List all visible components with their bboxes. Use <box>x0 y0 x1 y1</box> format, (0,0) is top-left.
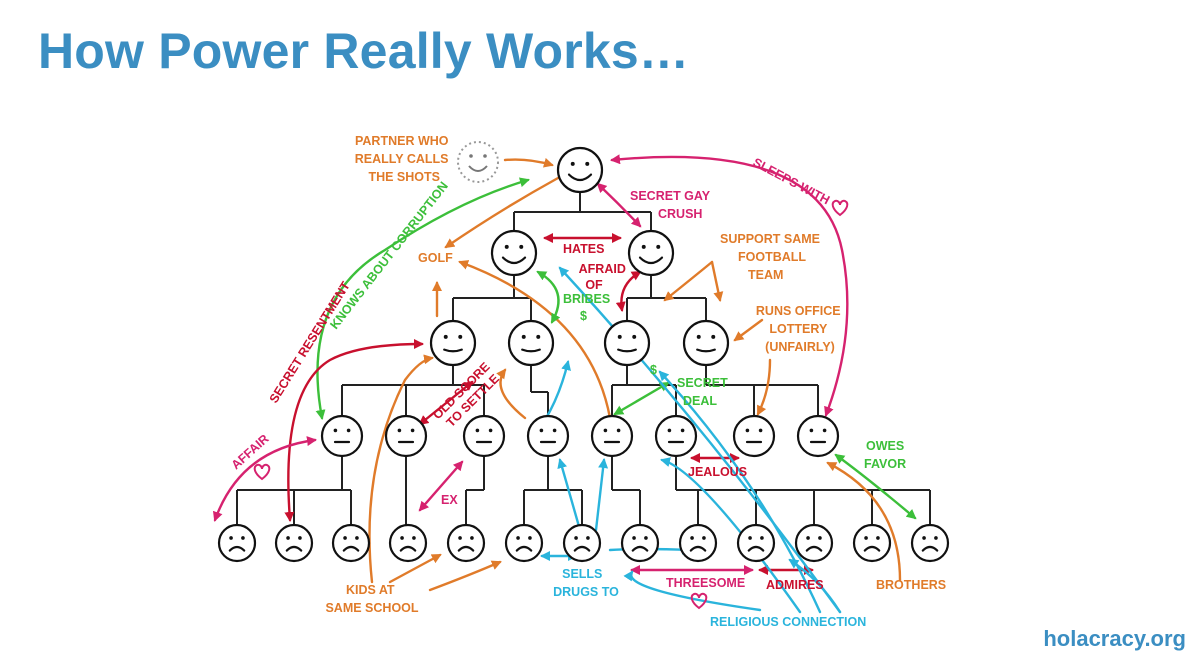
relation-arrow <box>834 453 917 520</box>
relation-arrow <box>557 458 582 532</box>
label-admires: ADMIRES <box>766 578 824 592</box>
face-neutral <box>462 414 506 458</box>
label-owes-favor: OWES FAVOR <box>864 439 908 471</box>
face-sad <box>620 523 660 563</box>
face-neutral <box>796 414 840 458</box>
relation-arrow <box>610 154 849 417</box>
relation-arrow <box>658 370 822 614</box>
face-happy <box>490 229 538 277</box>
heart-icon-sleeps <box>831 199 849 217</box>
face-sad <box>388 523 428 563</box>
label-ex: EX <box>441 493 458 507</box>
face-neutral <box>320 414 364 458</box>
face-neutral <box>384 414 428 458</box>
relation-arrow <box>710 260 724 302</box>
face-sad <box>504 523 544 563</box>
label-bribes-dollar: $ <box>580 309 587 323</box>
face-smile <box>682 319 730 367</box>
face-sad <box>678 523 718 563</box>
relation-arrow <box>596 182 642 228</box>
face-sad <box>736 523 776 563</box>
relation-arrow <box>418 380 474 426</box>
relation-arrow <box>733 318 764 342</box>
face-sad <box>562 523 602 563</box>
face-sad <box>217 523 257 563</box>
face-sad <box>910 523 950 563</box>
heart-icon-affair <box>253 463 271 481</box>
label-dollar-deal: $ <box>650 363 657 377</box>
label-secret-gay-crush: SECRET GAY CRUSH <box>630 189 713 221</box>
label-sells-drugs: SELLS DRUGS TO <box>553 567 619 599</box>
label-secret-deal: SECRET DEAL <box>677 376 731 408</box>
relation-arrow <box>594 458 609 532</box>
brand-url: holacracy.org <box>1043 626 1186 651</box>
label-sleeps-with: SLEEPS WITH <box>751 155 832 207</box>
face-neutral <box>590 414 634 458</box>
heart-icon-threesome <box>690 592 708 610</box>
relation-arrow <box>212 436 317 522</box>
face-neutral <box>526 414 570 458</box>
face-sad <box>331 523 371 563</box>
label-golf: GOLF <box>418 251 453 265</box>
face-sad <box>446 523 486 563</box>
label-runs-lottery: RUNS OFFICE LOTTERY (UNFAIRLY) <box>756 304 844 354</box>
face-sad <box>794 523 834 563</box>
face-smile <box>429 319 477 367</box>
relation-arrow <box>613 381 670 416</box>
relation-arrow <box>496 368 527 420</box>
label-threesome: THREESOME <box>666 576 745 590</box>
label-partner: PARTNER WHO REALLY CALLS THE SHOTS <box>355 134 452 184</box>
relation-arrow <box>368 354 434 584</box>
relation-arrow <box>660 457 802 614</box>
relationship-arrows <box>212 154 917 614</box>
relation-arrow <box>536 270 561 324</box>
face-smile <box>507 319 555 367</box>
relation-arrow <box>428 560 502 592</box>
face-happy <box>627 229 675 277</box>
face-happy <box>556 146 604 194</box>
face-neutral <box>654 414 698 458</box>
relation-arrow <box>623 570 762 612</box>
label-bribes: BRIBES <box>563 292 610 306</box>
label-jealous: JEALOUS <box>688 465 747 479</box>
label-afraid-of: AFRAID OF <box>579 262 630 292</box>
face-sad <box>274 523 314 563</box>
slide-title: How Power Really Works… <box>38 23 690 79</box>
relation-arrow <box>418 460 464 512</box>
label-religious: RELIGIOUS CONNECTION <box>710 615 866 629</box>
face-smile <box>603 319 651 367</box>
label-kids-school: KIDS AT SAME SCHOOL <box>325 583 418 615</box>
relation-arrow <box>756 358 772 416</box>
relation-arrow <box>558 266 842 614</box>
partner-face-icon <box>457 141 499 183</box>
label-secret-resentment: SECRET RESENTMENT <box>267 279 353 406</box>
label-hates: HATES <box>563 242 604 256</box>
relation-arrow <box>663 260 714 302</box>
relation-arrow <box>826 461 902 582</box>
org-chart-faces <box>217 141 950 563</box>
label-brothers: BROTHERS <box>876 578 946 592</box>
face-neutral <box>732 414 776 458</box>
label-support-same: SUPPORT SAME FOOTBALL TEAM <box>720 232 824 282</box>
face-sad <box>852 523 892 563</box>
relation-arrow <box>615 270 642 312</box>
relation-arrow <box>503 157 554 168</box>
relation-arrow <box>788 558 842 614</box>
relation-arrow <box>388 553 442 584</box>
